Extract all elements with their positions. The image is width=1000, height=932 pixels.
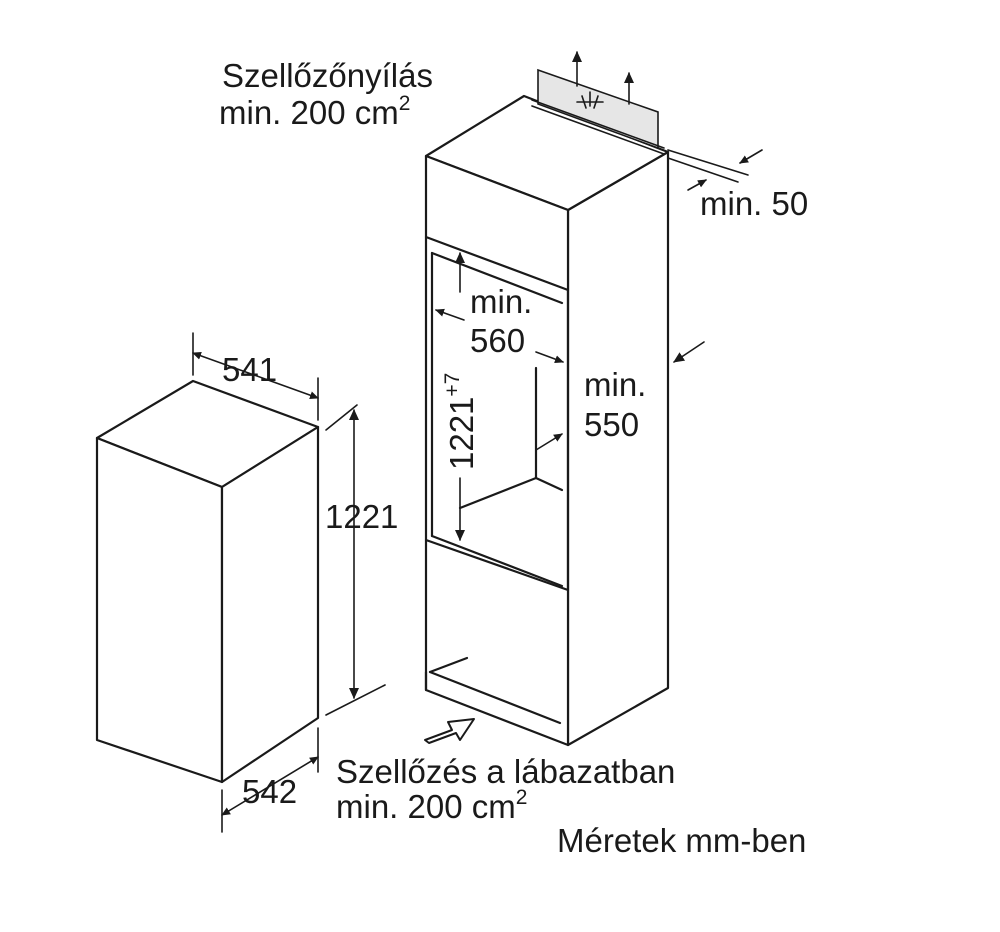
label-niche-width-line1: min. — [470, 283, 532, 320]
vent-grille-panel — [537, 68, 659, 150]
label-niche-height-value: 1221 — [443, 397, 480, 470]
top-vent-grille — [531, 68, 665, 155]
cabinet-plinth-panel — [424, 538, 570, 747]
label-bottom-vent-line2: min. 200 cm2 — [336, 786, 527, 825]
label-niche-height-tolerance: +7 — [441, 373, 464, 397]
label-back-gap: min. 50 — [700, 185, 808, 222]
appliance-side-face — [220, 425, 320, 784]
cabinet-side-face — [566, 150, 670, 747]
label-units-note: Méretek mm-ben — [557, 822, 806, 859]
appliance-front-face — [95, 436, 224, 784]
dim-appliance-width — [192, 332, 319, 421]
side-pointer-arrow — [673, 341, 705, 363]
fan-icon — [576, 91, 604, 109]
label-niche-height: 1221+7 — [441, 373, 480, 470]
dim-appliance-height — [325, 404, 386, 716]
dim-back-gap — [667, 149, 763, 191]
appliance-box — [95, 379, 320, 784]
cabinet-niche — [424, 94, 670, 747]
dim-niche-depth — [535, 433, 563, 451]
dim-appliance-depth — [221, 727, 319, 833]
label-niche-width-line2: 560 — [470, 322, 525, 359]
label-appliance-depth: 542 — [242, 773, 297, 810]
label-niche-depth-line1: min. — [584, 366, 646, 403]
arrow-right-icon — [424, 718, 475, 744]
label-niche-depth-line2: 550 — [584, 406, 639, 443]
label-appliance-width: 541 — [222, 351, 277, 388]
svg-text:1221+7: 1221+7 — [441, 373, 480, 470]
label-top-vent-line2: min. 200 cm2 — [219, 92, 410, 131]
dim-niche-width — [435, 308, 564, 363]
label-appliance-height: 1221 — [325, 498, 398, 535]
label-bottom-vent-line1: Szellőzés a lábazatban — [336, 753, 675, 790]
label-top-vent-line1: Szellőzőnyílás — [222, 57, 433, 94]
